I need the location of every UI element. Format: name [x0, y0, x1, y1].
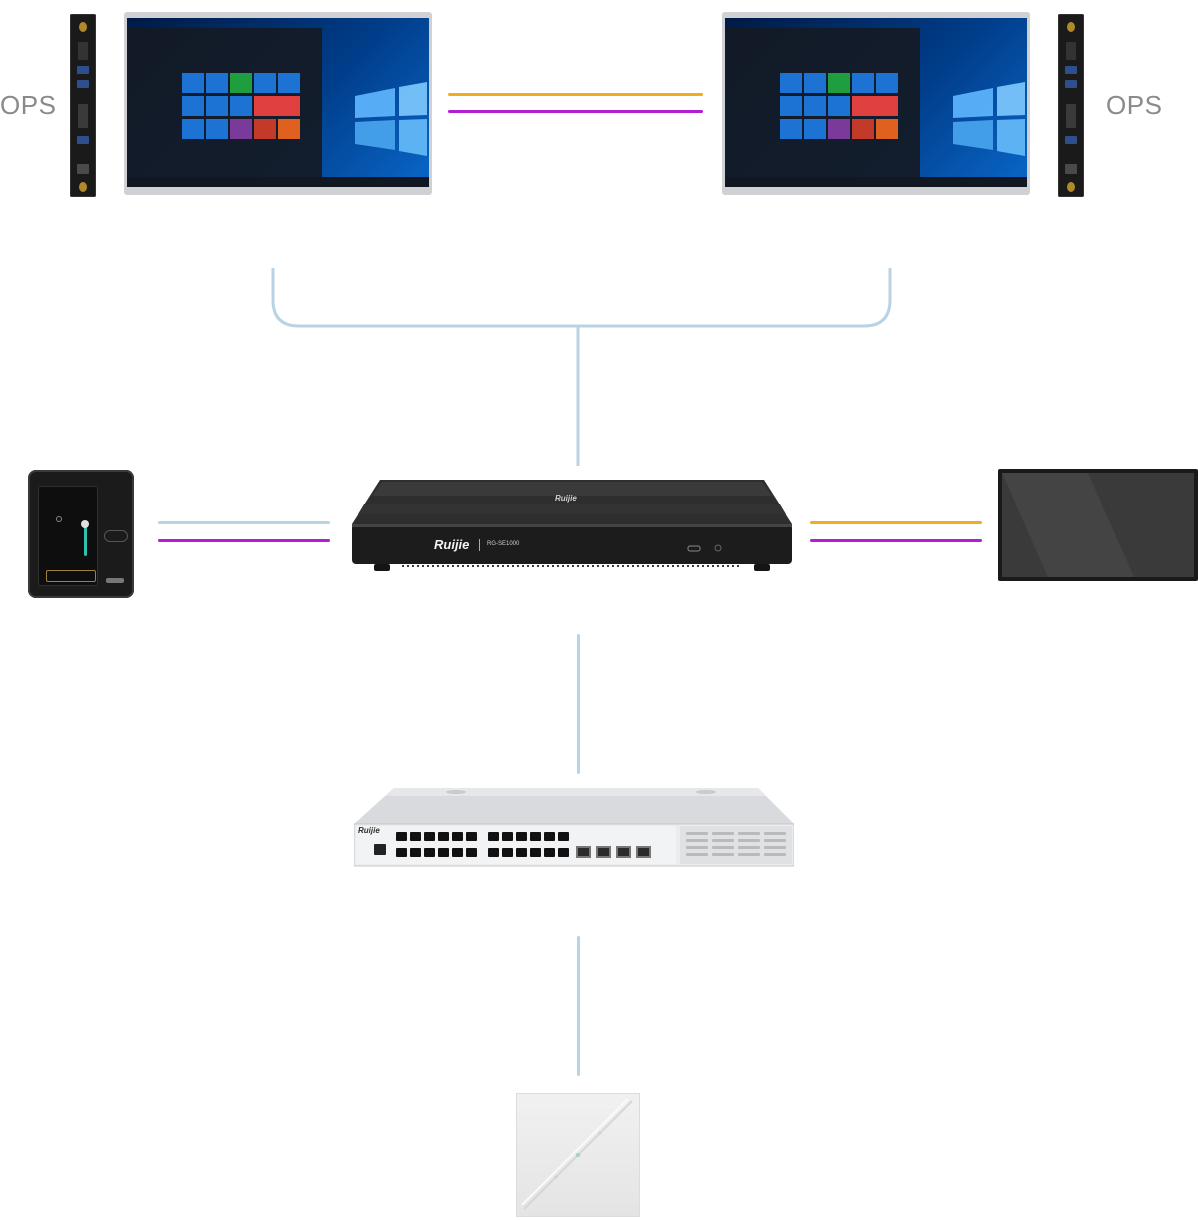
link-purple-left [158, 539, 330, 542]
connector-bracket [271, 268, 892, 466]
link-purple-top [448, 110, 703, 113]
interactive-display-left-icon [124, 12, 432, 195]
gateway-divider [479, 539, 480, 551]
switch-ports-group-2 [486, 830, 574, 862]
gateway-top-brand: Ruijie [555, 494, 577, 503]
taskbar [725, 177, 1027, 187]
link-blue-left [158, 521, 330, 524]
switch-sfp-ports [576, 844, 672, 860]
start-menu [725, 28, 920, 177]
ops-label-left: OPS [0, 90, 57, 120]
link-blue-mid [577, 634, 580, 774]
start-menu [127, 28, 322, 177]
switch-console-port [374, 844, 386, 855]
media-gateway-icon: Ruijie Ruijie RG-SE1000 [352, 480, 792, 572]
display-screen [725, 18, 1027, 187]
ops-computer-right-icon [1058, 14, 1084, 197]
flat-display-icon [998, 469, 1198, 581]
link-orange-right [810, 521, 982, 524]
ops-label-right: OPS [1106, 90, 1163, 120]
interactive-display-right-icon [722, 12, 1030, 195]
link-purple-right [810, 539, 982, 542]
gateway-model: RG-SE1000 [487, 541, 520, 547]
switch-ports-group-1 [394, 830, 482, 862]
ops-computer-left-icon [70, 14, 96, 197]
display-screen [127, 18, 429, 187]
network-switch-icon: Ruijie [354, 786, 794, 868]
gateway-brand: Ruijie [434, 537, 470, 552]
switch-brand: Ruijie [358, 826, 380, 835]
link-blue-bottom [577, 936, 580, 1076]
taskbar [127, 177, 429, 187]
switch-vents [686, 830, 790, 862]
link-orange-top [448, 93, 703, 96]
control-panel-icon [28, 470, 134, 598]
access-point-icon [516, 1093, 640, 1217]
